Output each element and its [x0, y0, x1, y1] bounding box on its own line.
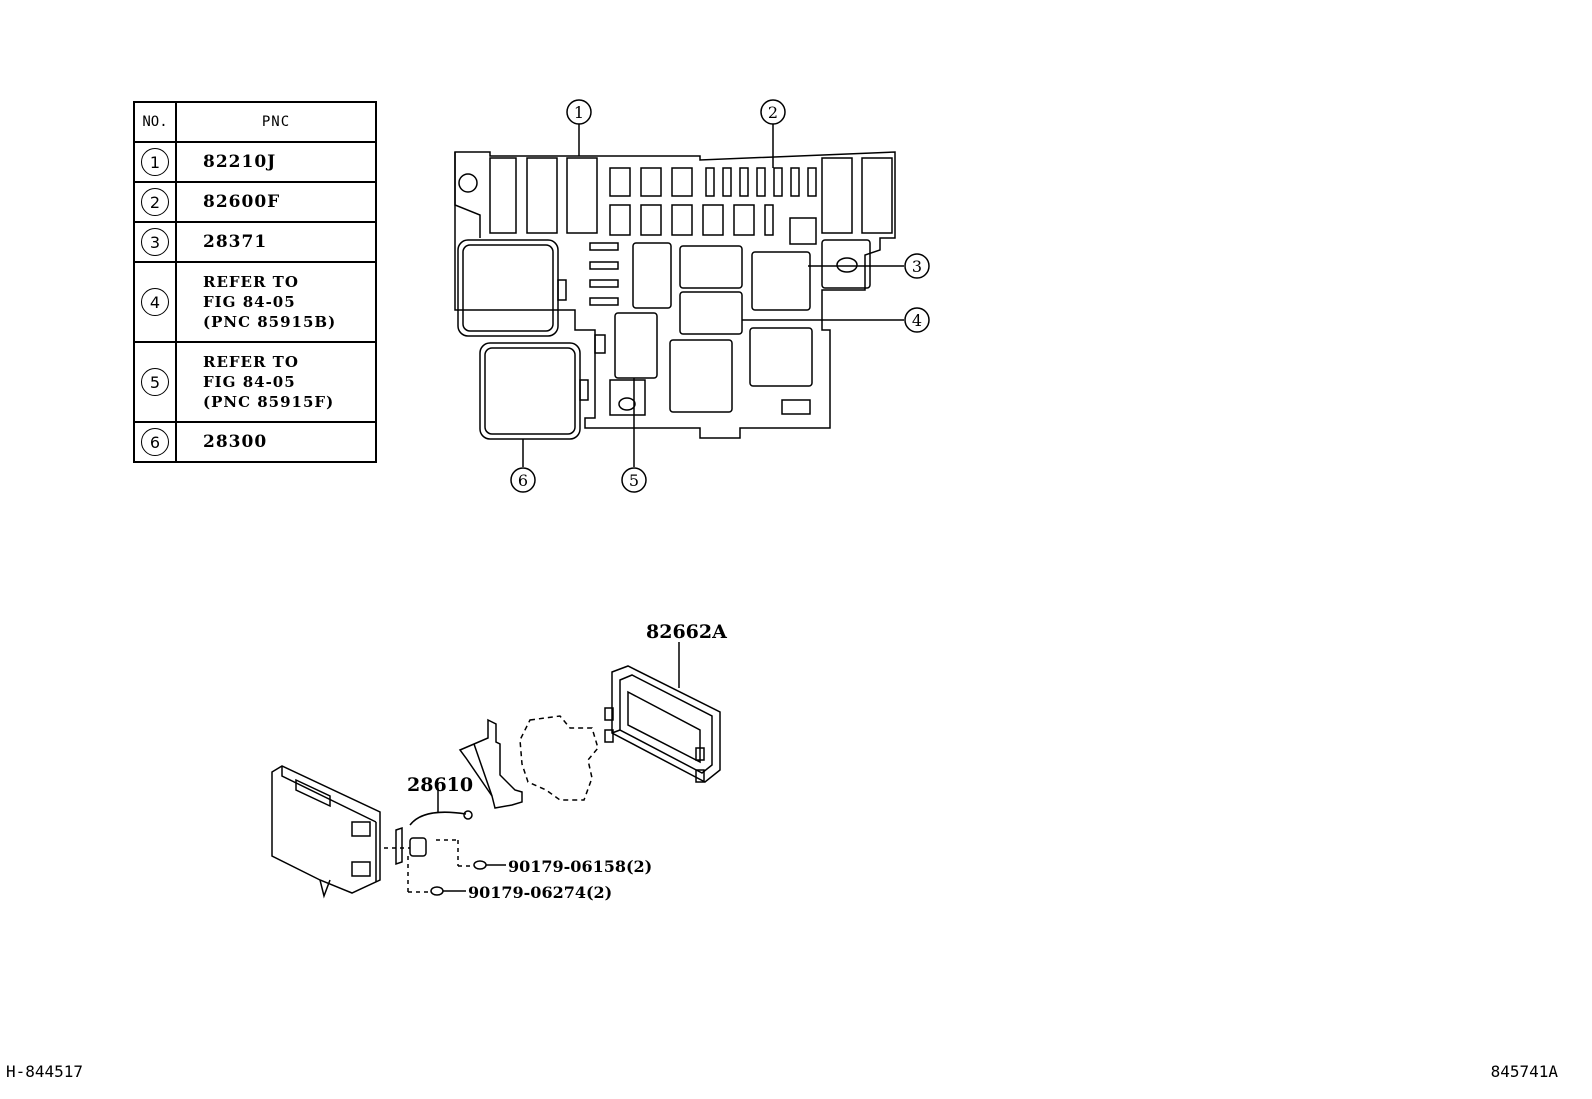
- row-pnc: 28371: [203, 232, 268, 252]
- callout-5: [621, 467, 647, 493]
- callout-2: [760, 99, 786, 125]
- fuse-block-phantom: [519, 715, 599, 801]
- relay-4: [679, 291, 743, 335]
- illustration-code-left: H-844517: [6, 1062, 84, 1081]
- callout-4-label: 4: [912, 311, 922, 330]
- bracket: [458, 718, 523, 809]
- row-pnc-line: (PNC 85915F): [203, 393, 335, 411]
- header-no: NO.: [133, 101, 177, 143]
- exploded-leaders: [384, 839, 474, 893]
- callout-1-label: 1: [574, 103, 584, 122]
- pnc-table: NO. PNC 1 82210J 2 82600F 3 28371 4 REFE…: [133, 101, 377, 463]
- label-82662a: 82662A: [646, 621, 727, 643]
- fusible-link-28610: [395, 788, 473, 866]
- fuse-5: [614, 312, 658, 379]
- row-pnc: 28300: [203, 432, 268, 452]
- callout-3: [904, 253, 930, 279]
- label-screw-b: 90179-06274(2): [468, 883, 612, 902]
- table-row: 6 28300: [133, 421, 377, 463]
- relay-6-upper: [457, 239, 559, 337]
- row-number: 2: [141, 188, 169, 216]
- row-number: 1: [141, 148, 169, 176]
- fuse-block-callouts: [510, 99, 930, 493]
- label-28610: 28610: [407, 774, 473, 796]
- table-header-row: NO. PNC: [133, 101, 377, 143]
- table-row: 5 REFER TO FIG 84-05 (PNC 85915F): [133, 341, 377, 423]
- row-pnc-line: (PNC 85915B): [203, 313, 337, 331]
- relay-3: [751, 251, 811, 311]
- row-number: 5: [141, 368, 169, 396]
- callout-6-label: 6: [518, 471, 528, 490]
- callout-3-label: 3: [912, 257, 922, 276]
- mounting-hole: [458, 173, 478, 193]
- row-pnc-line: FIG 84-05: [203, 373, 296, 391]
- row-pnc-line: FIG 84-05: [203, 293, 296, 311]
- callout-1: [566, 99, 592, 125]
- callout-2-label: 2: [768, 103, 778, 122]
- row-number: 3: [141, 228, 169, 256]
- callout-5-label: 5: [629, 471, 639, 490]
- cover-82662a: [604, 642, 721, 783]
- row-pnc-line: REFER TO: [203, 353, 299, 371]
- row-number: 6: [141, 428, 169, 456]
- table-row: 4 REFER TO FIG 84-05 (PNC 85915B): [133, 261, 377, 343]
- relay-6: [479, 342, 581, 440]
- row-pnc-line: REFER TO: [203, 273, 299, 291]
- fuse-block: [454, 124, 904, 467]
- table-row: 3 28371: [133, 221, 377, 263]
- table-row: 2 82600F: [133, 181, 377, 223]
- callout-6: [510, 467, 536, 493]
- row-pnc: 82600F: [203, 192, 281, 212]
- header-pnc: PNC: [175, 101, 377, 143]
- row-pnc: 82210J: [203, 152, 277, 172]
- exploded-view: [271, 642, 721, 899]
- screw-b-icon: [430, 886, 444, 896]
- table-row: 1 82210J: [133, 141, 377, 183]
- label-screw-a: 90179-06158(2): [508, 857, 652, 876]
- screw-a-icon: [473, 860, 487, 870]
- base-box: [271, 765, 381, 899]
- row-number: 4: [141, 288, 169, 316]
- callout-4: [904, 307, 930, 333]
- illustration-code-right: 845741A: [1490, 1062, 1558, 1081]
